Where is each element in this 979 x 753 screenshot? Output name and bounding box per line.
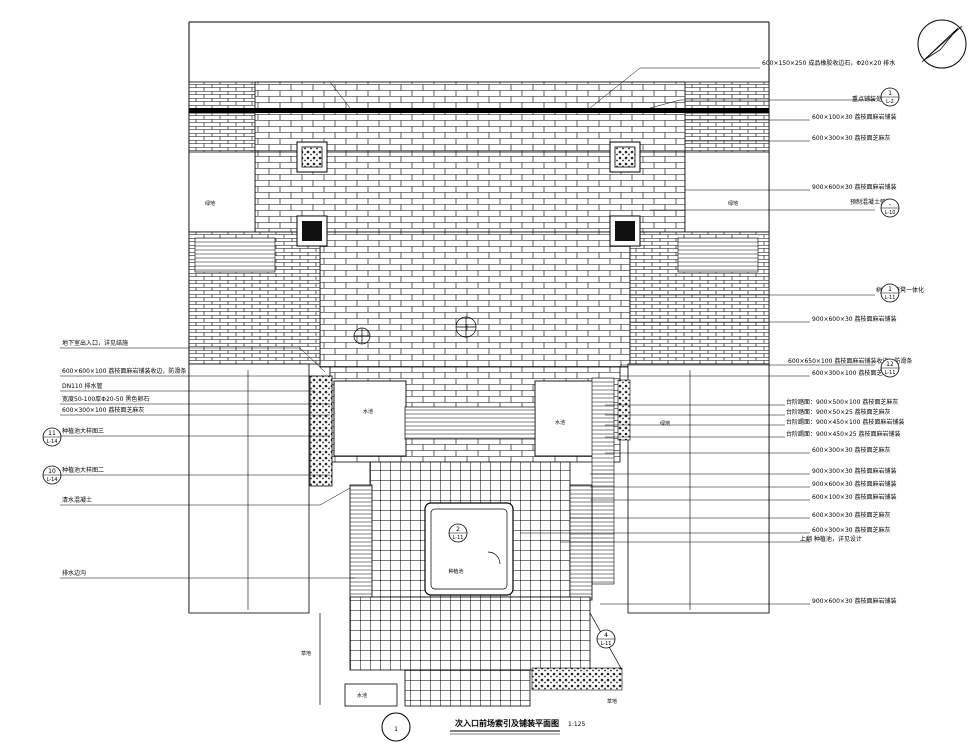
south-paving <box>319 596 623 707</box>
callout-label-right: 重点铺装处理 <box>852 95 888 103</box>
north-arrow-icon <box>917 19 967 69</box>
section-bubble: 2L-11 <box>448 523 468 543</box>
callout-label-left: 600×600×100 荔枝面麻岩铺装收边，防滑条 <box>62 367 186 375</box>
section-bubble: 11L-14 <box>42 427 62 447</box>
callout-label-right: 600×300×30 荔枝面芝麻灰 <box>812 134 891 142</box>
drawing-title-block: 1 次入口前场索引及铺装平面图 1:125 <box>381 712 585 742</box>
room-label-west-room: 水池 <box>363 408 373 415</box>
callout-label-right: 树池及座凳一体化 <box>876 286 924 294</box>
lower-courtyard <box>329 366 621 585</box>
room-label-south-east: 草地 <box>607 698 617 705</box>
bubble-ref: L-11 <box>601 641 612 647</box>
callout-label-right: 台阶踢面：900×450×100 荔枝面麻岩铺装 <box>786 418 904 426</box>
bubble-ref: L-11 <box>885 370 896 376</box>
room-labels: 绿地绿地水池水池绿地种植池草地水池草地 <box>205 200 738 705</box>
callout-label-left: 种植池大样图三 <box>62 427 104 435</box>
callout-label-right: 600×100×30 荔枝面麻岩铺装 <box>812 113 897 121</box>
section-bubble: 12L-11 <box>880 358 900 378</box>
bubble-number: 4 <box>604 632 608 639</box>
bubble-ref: L-11 <box>885 295 896 301</box>
callout-label-right: 台阶踏面：900×50×25 荔枝面芝麻灰 <box>786 408 891 416</box>
tree-pit-ne <box>609 141 641 173</box>
callout-label-left: 600×300×100 荔枝面芝麻灰 <box>62 406 144 414</box>
bubble-ref: L-11 <box>453 535 464 541</box>
east-wing <box>617 363 770 614</box>
callout-label-right: 600×650×100 荔枝面麻岩铺装收边，防滑条 <box>788 357 912 365</box>
tree-pit-nw <box>296 141 328 173</box>
section-bubble: - L-10 <box>880 198 900 218</box>
callout-label-left: 宽度50-100厚Φ20-50 黑色卵石 <box>62 395 149 403</box>
callout-label-right: 预制混凝土弧墙 <box>850 198 892 206</box>
bubble-ref: L-10 <box>885 210 896 216</box>
callout-label-right: 900×300×30 荔枝面麻岩铺装 <box>812 467 897 475</box>
central-plaza <box>349 461 593 601</box>
left-leaders <box>60 347 355 579</box>
callout-label-right: 600×100×30 荔枝面麻岩铺装 <box>812 493 897 501</box>
callout-label-right: 600×150×250 成品橡胶收边石，Φ20×20 排水 <box>762 59 895 67</box>
tree-pit-se <box>609 215 641 247</box>
room-label-nw-upper: 绿地 <box>205 200 215 207</box>
north-paving-band <box>188 81 770 154</box>
callout-label-right: 900×600×30 荔枝面麻岩铺装 <box>812 183 897 191</box>
bubble-number: 2 <box>456 526 460 533</box>
side-lawns <box>188 151 770 365</box>
callout-label-right: 台阶踏面：900×500×100 荔枝面芝麻灰 <box>786 398 898 406</box>
callout-label-right: 600×300×30 荔枝面芝麻灰 <box>812 526 891 534</box>
section-bubble: 1L-11 <box>880 283 900 303</box>
section-bubble: 4L-11 <box>596 629 616 649</box>
callout-label-right: 900×600×30 荔枝面麻岩铺装 <box>812 315 897 323</box>
west-wing <box>188 363 333 614</box>
bubble-number: - <box>889 201 891 208</box>
callout-label-left: 清水混凝土 <box>62 496 92 504</box>
bubble-number: 1 <box>888 90 892 97</box>
drawing-title: 次入口前场索引及铺装平面图 <box>455 718 559 728</box>
callout-label-left: 地下室出入口，详见结施 <box>62 339 128 347</box>
section-bubble: 10L-14 <box>42 465 62 485</box>
room-label-east-room: 水池 <box>555 419 565 426</box>
bubble-number: 11 <box>48 430 56 437</box>
room-label-south-west: 草地 <box>301 650 311 657</box>
bubble-number: 10 <box>48 468 56 475</box>
callout-label-right: 900×600×30 荔枝面麻岩铺装 <box>812 597 897 605</box>
bubble-number: 12 <box>886 361 894 368</box>
bubble-ref: L-14 <box>47 439 58 445</box>
section-bubble: 1L-2 <box>880 87 900 107</box>
callout-label-right: 上翻 种植池，详见设计 <box>800 535 862 543</box>
callout-label-right: 600×300×30 荔枝面芝麻灰 <box>812 446 891 454</box>
bubble-ref: L-14 <box>47 477 58 483</box>
callout-label-right: 900×600×30 荔枝面麻岩铺装 <box>812 480 897 488</box>
section-bubbles: 1L-2-L-101L-1112L-1111L-1410L-142L-114L-… <box>42 87 900 649</box>
left-callout-labels: 地下室出入口，详见结施 600×600×100 荔枝面麻岩铺装收边，防滑条 DN11… <box>62 339 186 577</box>
drawing-scale: 1:125 <box>568 721 585 728</box>
callout-label-right: 台阶踢面：900×450×25 荔枝面麻岩铺装 <box>786 430 901 438</box>
callout-label-left: DN110 排水管 <box>62 382 102 390</box>
central-paving-field <box>254 151 686 368</box>
view-number: 1 <box>394 726 398 733</box>
bubble-number: 1 <box>888 286 892 293</box>
room-label-ne-upper: 绿地 <box>728 200 738 207</box>
bubble-ref: L-2 <box>886 99 894 105</box>
room-label-south-box: 水池 <box>357 692 367 699</box>
callout-label-right: 600×300×100 荔枝面芝麻灰 <box>812 369 894 377</box>
room-label-center-plaza: 种植池 <box>448 568 463 575</box>
center-axis-marks <box>353 316 477 345</box>
callout-label-left: 种植池大样图二 <box>62 466 104 474</box>
callout-label-right: 600×300×30 荔枝面芝麻灰 <box>812 511 891 519</box>
right-leaders <box>329 67 875 605</box>
callout-label-left: 排水边沟 <box>62 569 86 577</box>
tree-pit-sw <box>296 215 328 247</box>
room-label-east-big: 绿地 <box>660 420 670 427</box>
